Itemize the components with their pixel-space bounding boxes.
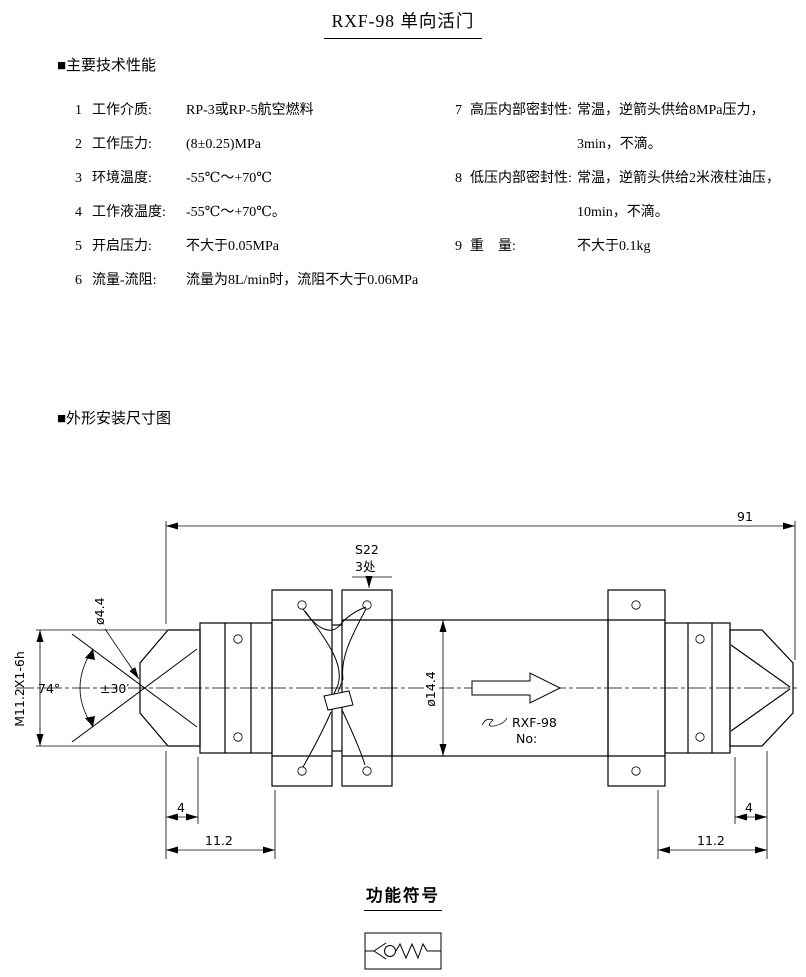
spec-label: 工作压力: <box>92 137 152 152</box>
spec-item: 4 工作液温度: -55℃～+70℃。 <box>75 196 450 230</box>
spec-label: 低压内部密封性: <box>470 171 572 186</box>
spec-label: 开启压力: <box>92 239 152 254</box>
spec-label: 高压内部密封性: <box>470 103 572 118</box>
spec-label: 工作介质: <box>92 103 152 118</box>
spec-item: 8 低压内部密封性: 常温，逆箭头供给2米液柱油压， <box>455 162 803 196</box>
spec-label: 流量-流阻: <box>92 273 157 288</box>
lockwire-and-seal <box>302 606 367 768</box>
part-marking: RXF-98 No: <box>481 715 557 746</box>
spec-num: 6 <box>75 273 82 288</box>
specs-left-column: 1 工作介质: RP-3或RP-5航空燃料 2 工作压力: (8±0.25)MP… <box>75 94 450 298</box>
function-symbol-section: 功能符号 <box>0 882 806 911</box>
spec-item: 9 重 量: 不大于0.1kg <box>455 230 803 264</box>
spec-value: 流量为8L/min时，流阻不大于0.06MPa <box>186 273 419 288</box>
spec-value: -55℃～+70℃ <box>186 171 272 186</box>
dim-hex-places: 3处 <box>355 559 376 574</box>
dim-nose-length-left: 4 <box>177 800 185 815</box>
spec-num: 3 <box>75 171 82 186</box>
spec-value: -55℃～+70℃。 <box>186 205 286 220</box>
flow-direction-arrow <box>471 672 562 704</box>
spec-value: 常温，逆箭头供给8MPa压力， <box>577 103 765 118</box>
check-valve-schematic <box>364 932 442 970</box>
spec-label: 环境温度: <box>92 171 152 186</box>
dim-hex-size: S22 <box>355 542 379 557</box>
spec-item: 6 流量-流阻: 流量为8L/min时，流阻不大于0.06MPa <box>75 264 450 298</box>
spec-item: 7 高压内部密封性: 常温，逆箭头供给8MPa压力， <box>455 94 803 128</box>
spec-num: 7 <box>455 103 462 118</box>
marking-serial-text: No: <box>516 731 537 746</box>
lockwire-holes <box>233 600 705 776</box>
spec-num: 5 <box>75 239 82 254</box>
spec-value: (8±0.25)MPa <box>186 137 261 152</box>
spec-value: 3min，不滴。 <box>577 137 662 152</box>
spec-num: 9 <box>455 239 462 254</box>
title-bar: RXF-98 单向活门 <box>0 8 806 39</box>
dim-body-diameter: ø14.4 <box>423 671 438 707</box>
dim-thread-callout: M11.2X1-6h <box>12 651 27 727</box>
check-valve-symbol <box>364 932 442 970</box>
spec-num: 4 <box>75 205 82 220</box>
dim-bore: ø4.4 <box>92 597 107 625</box>
drawing-section-heading: ■外形安装尺寸图 <box>57 411 172 427</box>
spec-value: 常温，逆箭头供给2米液柱油压， <box>577 171 780 186</box>
spec-value: 10min，不滴。 <box>577 205 669 220</box>
spec-value: RP-3或RP-5航空燃料 <box>186 103 314 118</box>
dimensions: 91 S22 3处 ø4.4 74° ±30′ M11.2X1-6h ø14.4… <box>12 509 796 859</box>
spec-item: 2 工作压力: (8±0.25)MPa <box>75 128 450 162</box>
spec-item: 3 环境温度: -55℃～+70℃ <box>75 162 450 196</box>
spec-num: 8 <box>455 171 462 186</box>
dim-fitting-length-right: 11.2 <box>697 833 725 848</box>
function-symbol-heading: 功能符号 <box>364 882 442 911</box>
dim-nose-length-right: 4 <box>745 800 753 815</box>
dim-cone-angle-tolerance: ±30′ <box>100 681 129 696</box>
page-title: RXF-98 单向活门 <box>323 8 483 39</box>
spec-num: 2 <box>75 137 82 152</box>
spec-label: 工作液温度: <box>92 205 166 220</box>
specs-right-column: 7 高压内部密封性: 常温，逆箭头供给8MPa压力， 3min，不滴。 8 低压… <box>455 94 803 264</box>
spec-item: 5 开启压力: 不大于0.05MPa <box>75 230 450 264</box>
dim-cone-angle: 74° <box>38 681 60 696</box>
manufacturer-mark <box>481 717 508 727</box>
spec-value-continued: 3min，不滴。 <box>455 128 803 162</box>
valve-body-outline <box>139 589 794 787</box>
specs-section-heading: ■主要技术性能 <box>57 58 157 74</box>
spec-value: 不大于0.05MPa <box>186 239 279 254</box>
spec-value-continued: 10min，不滴。 <box>455 196 803 230</box>
outline-dimension-drawing: RXF-98 No: 91 S22 3处 ø4.4 74° ±30′ M11.2… <box>12 509 800 859</box>
spec-value: 不大于0.1kg <box>577 239 651 254</box>
dim-fitting-length-left: 11.2 <box>205 833 233 848</box>
marking-model-text: RXF-98 <box>512 715 557 730</box>
spec-label: 重 量: <box>470 239 516 254</box>
dim-overall-length: 91 <box>737 509 753 524</box>
spec-num: 1 <box>75 103 82 118</box>
spec-item: 1 工作介质: RP-3或RP-5航空燃料 <box>75 94 450 128</box>
